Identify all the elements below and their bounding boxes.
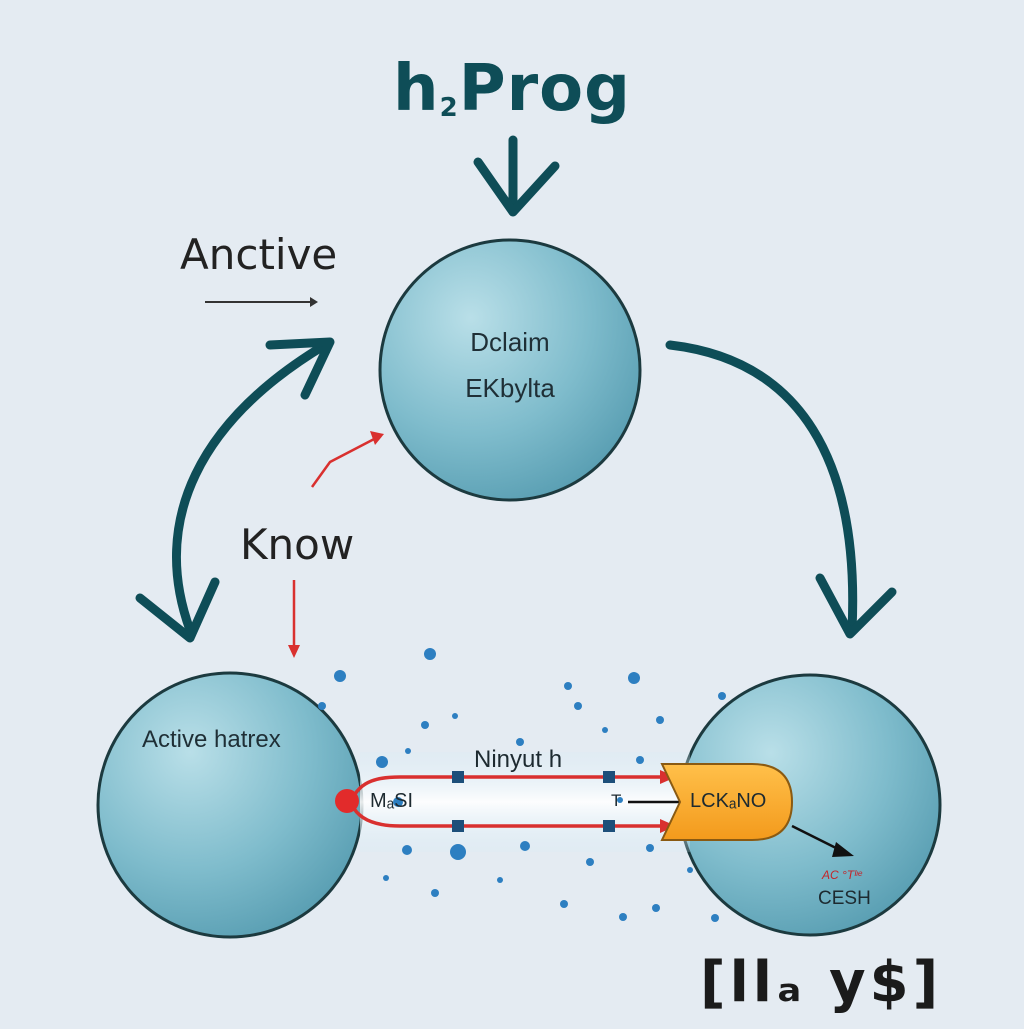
left-red-node: [335, 789, 359, 813]
right-cycle-arrowhead: [815, 573, 897, 639]
node-square-1: [452, 771, 464, 783]
left-cycle-arrow: [172, 340, 330, 635]
t-mark-label: T: [611, 791, 622, 810]
top-circle: [378, 238, 642, 502]
node-square-3: [452, 820, 464, 832]
left-cycle-arrowhead-top: [265, 337, 335, 400]
lock-box-label: LCKₐNO: [690, 790, 767, 812]
left-cycle-arrowhead-bottom: [135, 577, 220, 643]
red-down-arrowhead: [288, 645, 300, 658]
label-know: Know: [240, 520, 355, 569]
page-title: h2Prog: [393, 52, 631, 126]
red-up-arrowhead: [370, 431, 384, 445]
right-cycle-arrow: [665, 340, 858, 635]
channel-label: Ninyut h: [474, 746, 563, 773]
bubbles: [318, 648, 726, 922]
top-circle-line1: Dclaim: [470, 327, 550, 357]
node-square-2: [603, 771, 615, 783]
right-circle-small-label: AC °Tᴵᶦᵉ: [822, 868, 863, 882]
red-up-arrow: [310, 435, 379, 488]
right-circle-label: CESH: [818, 888, 871, 909]
left-circle: [96, 671, 364, 939]
left-circle-label: Active hatrex: [142, 726, 281, 753]
corner-label: [llₐ y$]: [700, 950, 943, 1015]
node-square-4: [603, 820, 615, 832]
left-node-label: MₐSI: [370, 790, 413, 812]
title-down-arrowhead: [473, 157, 560, 217]
black-pointer-arrowhead: [832, 842, 854, 857]
top-circle-line2: EKbylta: [465, 373, 555, 403]
black-pointer-arrow: [791, 824, 843, 853]
anctive-arrowhead: [310, 297, 318, 307]
lock-box: [660, 763, 794, 841]
label-anctive: Anctive: [180, 230, 338, 279]
